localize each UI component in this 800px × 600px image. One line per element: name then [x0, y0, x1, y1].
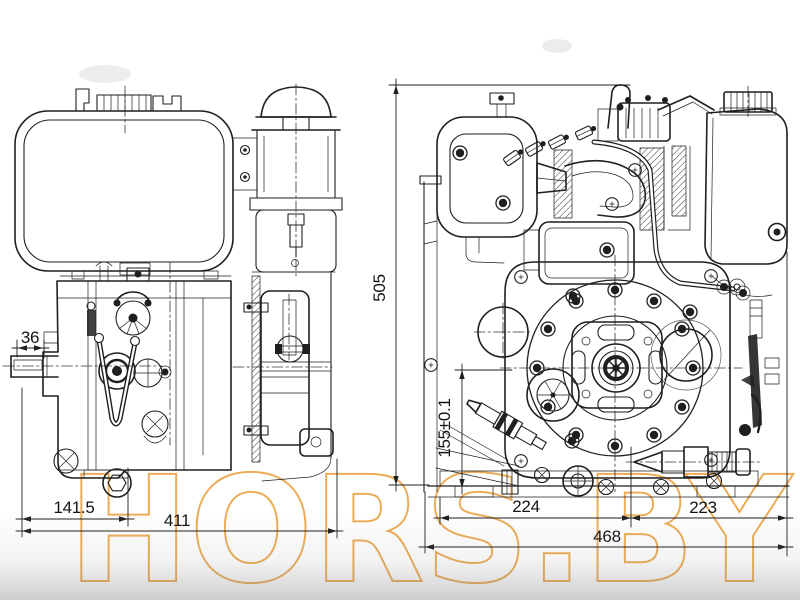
side-drain-bolt [53, 448, 79, 474]
cooling-fins [671, 145, 687, 217]
side-crankshaft [2, 355, 163, 378]
front-stand [419, 175, 442, 493]
fuel-filter-cup [141, 410, 169, 444]
side-port-circle [650, 319, 722, 391]
oil-pump-wheel [526, 368, 580, 422]
dim-label-36: 36 [21, 328, 39, 347]
stud-bolt [87, 310, 96, 336]
side-engine-block [42, 261, 232, 498]
scan-smudge [79, 65, 131, 83]
foot-pad [454, 485, 494, 498]
crankshaft-hub [591, 343, 641, 393]
rear-foot-bracket [299, 428, 334, 457]
fuel-pipe [591, 139, 746, 296]
dim-label-505: 505 [370, 274, 389, 301]
shaft-keyway [13, 359, 43, 371]
fuel-injector [466, 399, 547, 451]
dim-shaft-36: 36 [11, 328, 50, 359]
dim-label-155: 155±0.1 [435, 398, 454, 457]
side-mount-plate [232, 259, 336, 482]
oil-drain-hex [102, 468, 132, 498]
crankshaft-gear-circles [98, 352, 172, 390]
tank-bracket-right [152, 95, 182, 112]
side-fuel-tank [14, 85, 234, 280]
fuel-valve [625, 446, 763, 478]
intake-silencer [538, 221, 635, 285]
front-view [419, 84, 790, 498]
tank-filler-ribs [96, 94, 152, 112]
intake-duct [564, 159, 647, 218]
air-filter-cap [260, 86, 332, 118]
side-air-filter [232, 83, 343, 279]
rubber-mount [501, 469, 519, 495]
pto-cover-plate [260, 290, 310, 446]
front-fuel-tank [704, 85, 788, 265]
front-base [427, 424, 790, 498]
dim-505: 505 [370, 78, 631, 492]
muffler-top-tab [489, 92, 515, 105]
scan-smudge [542, 39, 572, 53]
speed-lever [739, 299, 780, 436]
side-view [2, 83, 343, 498]
foot-pad [696, 485, 736, 498]
air-filter-bracket [232, 137, 258, 191]
tank-bracket-left [75, 88, 90, 112]
muffler [436, 92, 567, 264]
governor-gear [113, 291, 152, 336]
front-cylinder-head [502, 84, 746, 296]
crankcase-cover [473, 254, 780, 493]
scan-shadow-gradient [0, 510, 800, 600]
cooling-fins [553, 149, 573, 219]
v-linkage [93, 332, 141, 427]
tank-mount-hardware [711, 275, 773, 301]
front-mount-bolt [562, 465, 594, 497]
dim-155: 155±0.1 [435, 363, 513, 495]
cam-cover-circle [473, 302, 533, 362]
